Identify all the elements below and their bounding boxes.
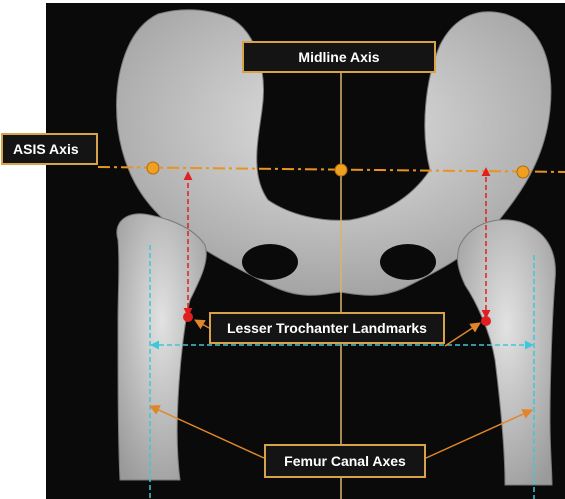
left-lesser-trochanter-point (183, 312, 193, 322)
left-obturator (242, 244, 298, 280)
asis-left-point (147, 162, 159, 174)
asis-axis-label: ASIS Axis (1, 133, 98, 165)
lesser-trochanter-label: Lesser Trochanter Landmarks (209, 312, 445, 344)
asis-right-point (517, 166, 529, 178)
right-lesser-trochanter-point (481, 316, 491, 326)
midline-axis-label: Midline Axis (242, 41, 436, 73)
femur-canal-axes-label: Femur Canal Axes (264, 444, 426, 478)
right-obturator (380, 244, 436, 280)
asis-mid-point (335, 164, 347, 176)
